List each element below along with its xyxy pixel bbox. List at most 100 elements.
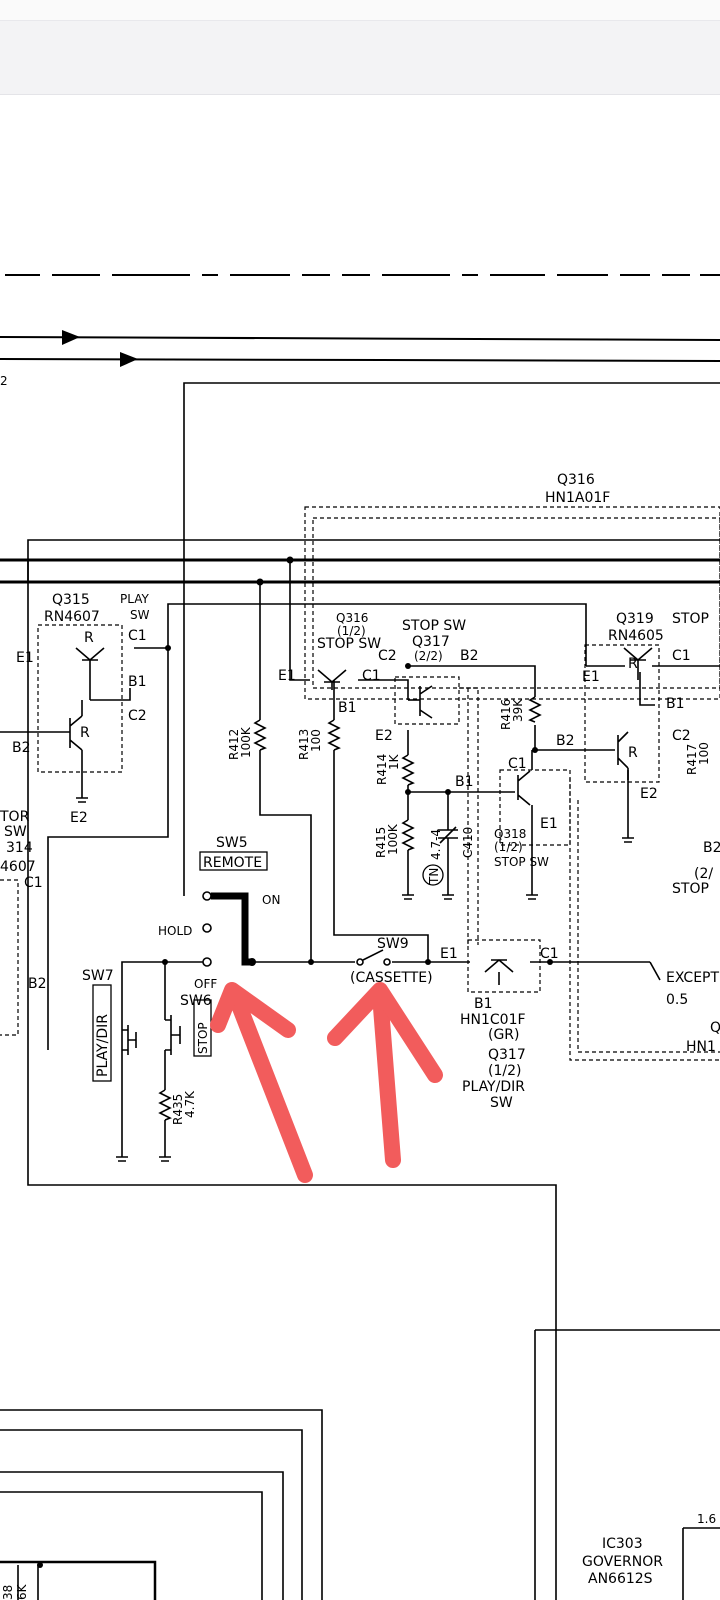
label-q318-e1: E1: [540, 816, 558, 832]
label-q319: Q319: [616, 611, 654, 627]
label-q316-top-part: HN1A01F: [545, 490, 610, 506]
label-q-right: Q: [710, 1020, 720, 1036]
label-q316-e1: E1: [278, 668, 296, 684]
switches: [202, 891, 391, 967]
label-sw6: SW6: [180, 993, 212, 1009]
arrow-head-2: [120, 352, 138, 367]
resistors: [158, 696, 542, 1121]
label-r414-val: 1K: [387, 753, 401, 770]
label-q318-half: (1/2): [494, 840, 523, 854]
label-stop-sw: STOP SW: [402, 618, 466, 634]
label-q315-part: RN4607: [44, 609, 100, 625]
label-play-dir-sw: PLAY/DIR: [462, 1079, 525, 1095]
browser-toolbar: [0, 0, 720, 95]
label-q315-r: R: [84, 630, 94, 646]
label-remote: REMOTE: [203, 855, 262, 871]
label-q317: Q317: [412, 634, 450, 650]
tn-circle: [422, 864, 444, 886]
wiring: [0, 382, 720, 1600]
label-r414: R414: [375, 754, 389, 785]
label-q315-c2: C2: [128, 708, 147, 724]
pushbuttons: [122, 1015, 181, 1055]
label-q319-part: RN4605: [608, 628, 664, 644]
status-strip: [0, 0, 720, 21]
label-q319-e1: E1: [582, 669, 600, 685]
label-q316-c1: C1: [362, 668, 381, 684]
label-q319-r: R: [628, 656, 638, 672]
label-play-dir: PLAY/DIR: [95, 1014, 111, 1077]
label-q315: Q315: [52, 592, 90, 608]
label-stop-btn: STOP: [196, 1022, 210, 1054]
label-q315-e1: E1: [16, 650, 34, 666]
label-bottom-left-6k: 6K: [15, 1583, 29, 1600]
label-gr: (GR): [488, 1027, 520, 1043]
label-q319-b1: B1: [666, 696, 685, 712]
label-hold: HOLD: [158, 924, 192, 938]
label-q318-c1: C1: [508, 756, 527, 772]
label-tn: TN: [427, 868, 441, 885]
sw9-blade: [362, 949, 384, 961]
label-r416-val: 39K: [511, 698, 525, 722]
label-q317-e2: E2: [375, 728, 393, 744]
label-r417: R417: [685, 744, 699, 775]
label-sw9: SW9: [377, 936, 409, 952]
label-right-half: (2/: [694, 866, 713, 882]
label-left-sw: SW: [4, 824, 27, 840]
label-q317-c2: C2: [378, 648, 397, 664]
label-q319-c1: C1: [672, 648, 691, 664]
label-q315-r2: R: [80, 725, 90, 741]
label-r413-val: 100: [309, 729, 323, 752]
label-q315-e2: E2: [70, 810, 88, 826]
label-bottom-left-38: 38: [1, 1585, 15, 1600]
label-left-edge-2: 2: [0, 374, 8, 388]
label-q316-stop: STOP SW: [317, 636, 381, 652]
ground-symbols: [76, 797, 634, 1162]
label-q318-stop: STOP SW: [494, 855, 549, 869]
red-arrow-sw6-head: [210, 982, 296, 1038]
annotation-arrows: [210, 982, 443, 1183]
label-r416: R416: [499, 699, 513, 730]
label-left-c1: C1: [24, 875, 43, 891]
label-play-sw-2: SW: [130, 608, 150, 622]
label-ic303: IC303: [602, 1536, 643, 1552]
label-q317-b2: B2: [460, 648, 479, 664]
label-q315-b1: B1: [128, 674, 147, 690]
label-on: ON: [262, 893, 280, 907]
red-arrow-sw6: [227, 987, 313, 1183]
label-cassette: (CASSETTE): [350, 970, 433, 986]
label-r435-val: 4.7K: [183, 1090, 197, 1118]
label-hn1-right: HN1: [686, 1039, 716, 1055]
label-half-val: 0.5: [666, 992, 688, 1008]
label-hn1c01f: HN1C01F: [460, 1012, 526, 1028]
junction-dots: [37, 556, 553, 1568]
label-left-314: 314: [6, 840, 33, 856]
arrow-head-1: [62, 330, 80, 345]
label-q319-stop: STOP: [672, 611, 709, 627]
label-c410-val: 4.7-4: [429, 829, 443, 860]
label-play-dir-sw2: SW: [490, 1095, 513, 1111]
label-q316-b1: B1: [338, 700, 357, 716]
label-b1-node: B1: [455, 774, 474, 790]
label-r435: R435: [171, 1094, 185, 1125]
label-q315-b2: B2: [12, 740, 31, 756]
label-q319-c2: C2: [672, 728, 691, 744]
label-boxes: [92, 851, 268, 1082]
label-governor: GOVERNOR: [582, 1554, 663, 1570]
label-q317-bottom-half: (1/2): [488, 1063, 521, 1079]
label-e1-bottom: E1: [440, 946, 458, 962]
label-q315-c1: C1: [128, 628, 147, 644]
signal-lines: [0, 336, 720, 362]
label-r417-val: 100: [697, 742, 711, 765]
label-q317-bottom: Q317: [488, 1047, 526, 1063]
label-b1-bottom: B1: [474, 996, 493, 1012]
label-r415-val: 100K: [386, 823, 400, 855]
label-except: EXCEPT: [666, 970, 719, 986]
label-play-sw-1: PLAY: [120, 592, 149, 606]
label-r412-val: 100K: [239, 726, 253, 758]
label-r412: R412: [227, 729, 241, 760]
red-arrow-sw9-head: [327, 982, 443, 1083]
label-left-tor: TOR: [0, 809, 30, 825]
module-outlines: [0, 506, 720, 1061]
label-q319-e2: E2: [640, 786, 658, 802]
